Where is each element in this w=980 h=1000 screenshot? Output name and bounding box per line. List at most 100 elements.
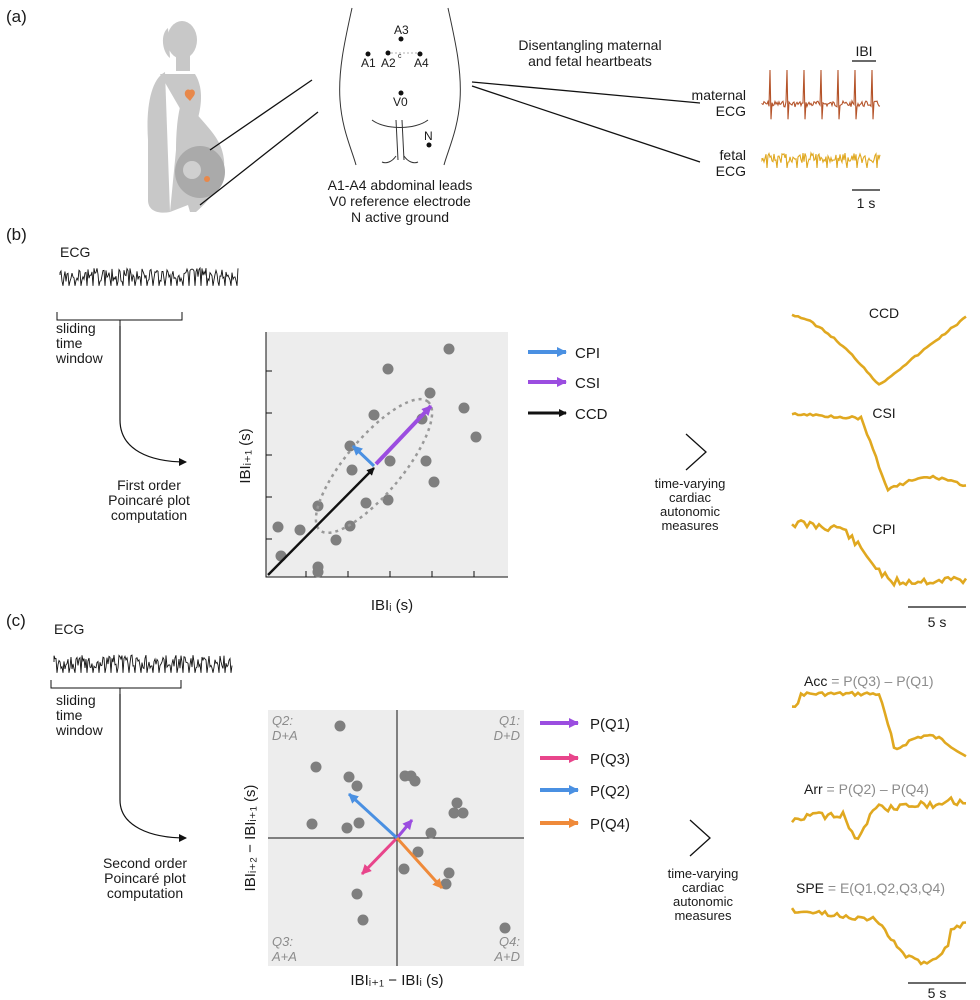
scatter-point bbox=[457, 807, 469, 819]
ccd-vector bbox=[267, 467, 375, 576]
trace-arr-title: Arr = P(Q2) – P(Q4) bbox=[804, 781, 929, 797]
measures-c-2: cardiac bbox=[682, 880, 724, 895]
electrode-dots bbox=[365, 36, 432, 148]
scatter-point bbox=[458, 402, 470, 414]
trace-csi bbox=[791, 412, 967, 493]
scatter-point bbox=[470, 431, 482, 443]
abdomen-outline bbox=[339, 7, 461, 166]
pregnant-silhouette bbox=[147, 21, 225, 213]
raw-ecg-trace-c bbox=[53, 654, 233, 673]
scatter-point bbox=[272, 521, 284, 533]
scatter-point bbox=[310, 761, 322, 773]
scatter-point bbox=[306, 818, 318, 830]
quadrant-q3-sub: A+A bbox=[271, 949, 297, 964]
scale-label-1s: 1 s bbox=[857, 195, 876, 211]
quadrant-q2-title: Q2: bbox=[272, 713, 293, 728]
computation-c-3: computation bbox=[107, 885, 183, 901]
scatter-point bbox=[451, 797, 463, 809]
trace-arr-formula: = P(Q2) – P(Q4) bbox=[823, 781, 929, 797]
legend-csi-label: CSI bbox=[575, 375, 600, 392]
window-b-1: sliding bbox=[56, 320, 96, 336]
trace-title-csi: CSI bbox=[872, 405, 895, 421]
window-b-3: window bbox=[55, 350, 104, 366]
scatter-point bbox=[409, 775, 421, 787]
pq3-vector bbox=[360, 836, 399, 876]
electrode-a4: A4 bbox=[414, 56, 429, 70]
scatter-point bbox=[440, 878, 452, 890]
measures-b-4: measures bbox=[661, 518, 719, 533]
scatter-point bbox=[428, 476, 440, 488]
window-c-1: sliding bbox=[56, 692, 96, 708]
electrode-a3: A3 bbox=[394, 23, 409, 37]
trace-acc bbox=[791, 690, 967, 758]
scatter-point bbox=[346, 464, 358, 476]
arrow-to-computation-c bbox=[119, 694, 187, 842]
legend-pq1-label: P(Q1) bbox=[590, 716, 630, 733]
scatter-point bbox=[443, 343, 455, 355]
measures-b-3: autonomic bbox=[660, 504, 720, 519]
trace-cpi bbox=[791, 518, 968, 588]
electrode-n: N bbox=[424, 129, 433, 143]
scatter-point bbox=[448, 807, 460, 819]
scatter-point bbox=[334, 720, 346, 732]
scatter-point bbox=[384, 455, 396, 467]
maternal-ecg-trace bbox=[761, 69, 881, 120]
electrode-a1: A1 bbox=[361, 56, 376, 70]
computation-b-3: computation bbox=[111, 507, 187, 523]
trace-spe bbox=[790, 907, 967, 966]
pq4-vector bbox=[395, 836, 444, 890]
window-b-2: time bbox=[56, 335, 83, 351]
computation-b-2: Poincaré plot bbox=[108, 492, 190, 508]
csi-vector bbox=[374, 404, 433, 466]
trace-acc-formula: = P(Q3) – P(Q1) bbox=[827, 673, 933, 689]
window-c-2: time bbox=[56, 707, 83, 723]
quadrant-q3-title: Q3: bbox=[272, 934, 293, 949]
pq1-vector bbox=[395, 819, 414, 839]
ylabel-plot-1: IBIᵢ₊₁ (s) bbox=[237, 428, 254, 483]
fetal-label-1: fetal bbox=[720, 147, 746, 163]
arrow-to-computation-b bbox=[119, 326, 187, 466]
scatter-point bbox=[382, 363, 394, 375]
window-c-3: window bbox=[55, 722, 104, 738]
quadrant-q4-sub: A+D bbox=[493, 949, 520, 964]
scatter-point bbox=[412, 846, 424, 858]
legend-pq3-label: P(Q3) bbox=[590, 751, 630, 768]
window-bracket-c bbox=[50, 680, 182, 694]
raw-ecg-trace-b bbox=[59, 266, 239, 286]
pq2-vector bbox=[347, 792, 399, 840]
fetal-label-2: ECG bbox=[716, 163, 746, 179]
window-bracket-b bbox=[56, 312, 183, 326]
scale-label-5s-b: 5 s bbox=[928, 614, 947, 630]
scatter-point bbox=[294, 524, 306, 536]
chevron-b bbox=[685, 433, 707, 471]
caption-line-2: V0 reference electrode bbox=[329, 193, 471, 209]
maternal-label-2: ECG bbox=[716, 103, 746, 119]
scatter-point bbox=[443, 867, 455, 879]
quadrant-q1-sub: D+D bbox=[494, 728, 520, 743]
computation-c-1: Second order bbox=[103, 855, 187, 871]
scatter-point bbox=[425, 827, 437, 839]
panel-c-label: (c) bbox=[6, 611, 26, 630]
quadrant-q2-sub: D+A bbox=[272, 728, 298, 743]
quadrant-q4-title: Q4: bbox=[499, 934, 520, 949]
trace-spe-formula: = E(Q1,Q2,Q3,Q4) bbox=[824, 880, 945, 896]
zoom-line-ecg-bottom bbox=[471, 85, 701, 163]
trace-spe-name: SPE bbox=[796, 880, 824, 896]
scatter-point bbox=[420, 455, 432, 467]
scatter-point bbox=[499, 922, 511, 934]
measures-c-1: time-varying bbox=[668, 866, 739, 881]
xlabel-plot-2: IBIᵢ₊₁ − IBIᵢ (s) bbox=[350, 972, 443, 989]
poincare-plot-1-ticks bbox=[266, 370, 475, 577]
scatter-point bbox=[353, 817, 365, 829]
scale-label-5s-c: 5 s bbox=[928, 985, 947, 1000]
measures-c-4: measures bbox=[674, 908, 732, 923]
disentangle-title-2: and fetal heartbeats bbox=[528, 53, 652, 69]
trace-arr-name: Arr bbox=[804, 781, 823, 797]
scatter-point bbox=[398, 863, 410, 875]
scatter-point bbox=[357, 914, 369, 926]
scatter-point bbox=[351, 888, 363, 900]
scatter-point bbox=[368, 409, 380, 421]
scatter-point bbox=[424, 387, 436, 399]
trace-title-ccd: CCD bbox=[869, 305, 899, 321]
